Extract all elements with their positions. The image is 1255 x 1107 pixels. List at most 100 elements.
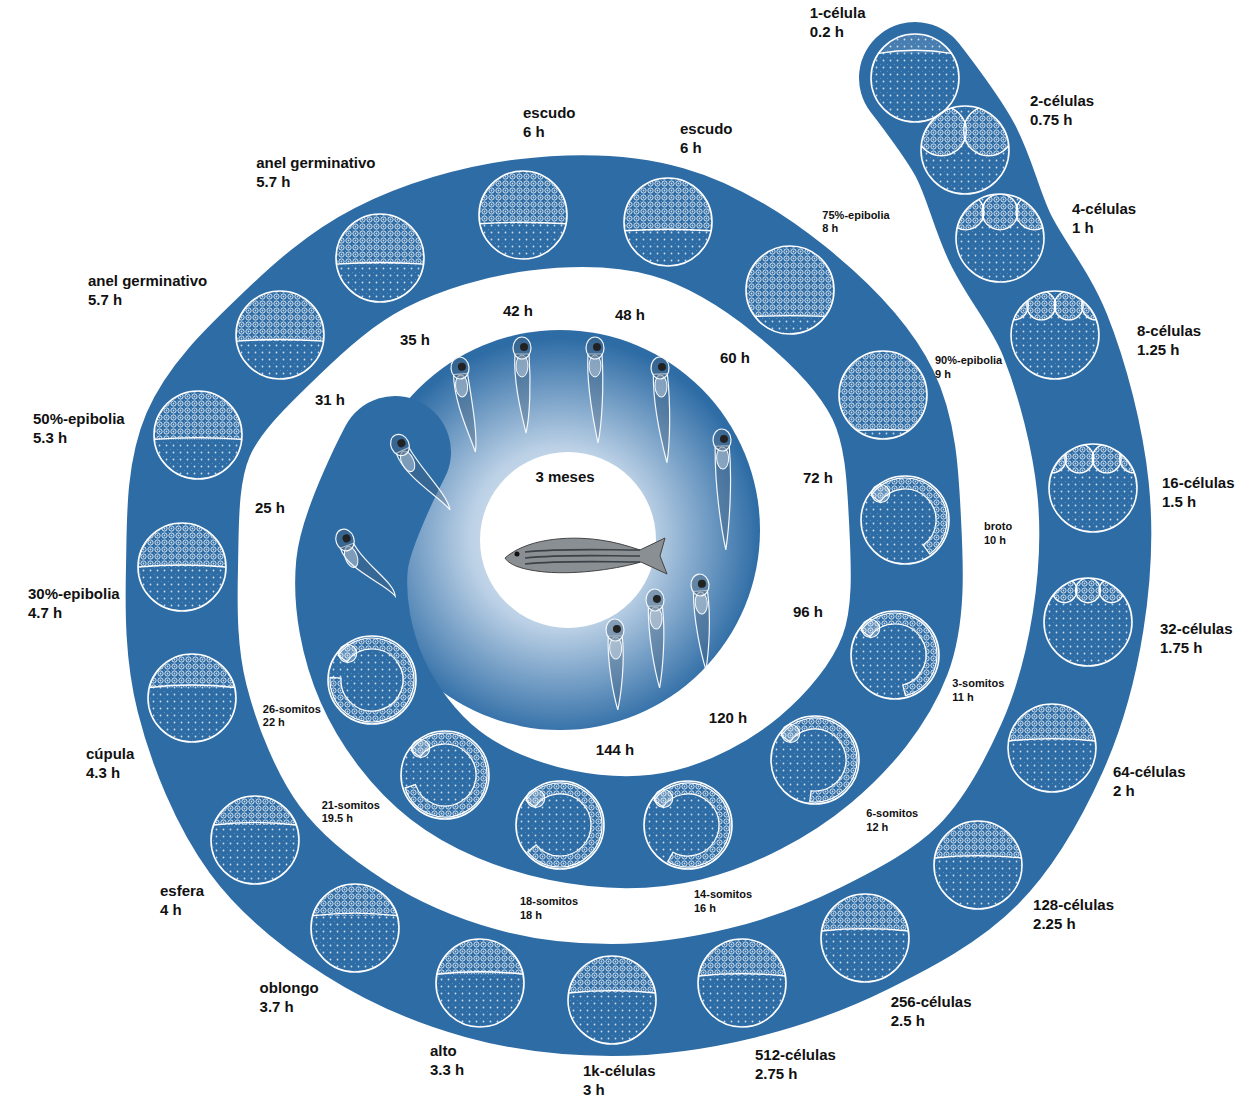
embryo-detail: [138, 523, 226, 567]
larva-body: [648, 606, 667, 689]
embryo-drawing: [934, 821, 1022, 909]
stage-name: 3 meses: [535, 468, 594, 487]
blastoderm: [746, 246, 834, 316]
stage-label: 21-somitos19.5 h: [322, 799, 380, 827]
embryo-drawing: [236, 291, 324, 379]
yolk: [746, 246, 834, 334]
stage-time: 2 h: [1113, 782, 1186, 801]
embryo-detail: [624, 178, 712, 231]
stage-time: 16 h: [694, 902, 752, 916]
stage-name: 90%-epibolia: [935, 354, 1002, 368]
stage-label: broto10 h: [984, 520, 1012, 548]
stage-name: 32-células: [1160, 620, 1233, 639]
embryo-drawing: [871, 34, 959, 122]
embryo-detail: [698, 939, 786, 976]
larva-head: [690, 573, 709, 596]
larva-drawing: [333, 520, 396, 609]
blastoderm: [568, 956, 656, 993]
stage-label: 60 h: [720, 349, 750, 368]
stage-label: 48 h: [615, 306, 645, 325]
stage-name: escudo: [680, 120, 733, 139]
blastoderm-margin: [935, 856, 1022, 858]
stage-name: broto: [984, 520, 1012, 534]
embryo-body: [781, 718, 857, 802]
stage-name: 26-somitos: [263, 703, 321, 717]
yolk: [871, 34, 959, 122]
blastoderm: [1008, 704, 1096, 741]
stage-label: 35 h: [400, 331, 430, 350]
stage-time: 3 h: [583, 1081, 656, 1100]
blastomere: [1123, 578, 1148, 603]
embryo-head: [339, 644, 357, 662]
embryo-drawing: [311, 884, 399, 972]
larva-eye: [458, 362, 467, 371]
blastoderm-margin: [1009, 739, 1096, 741]
blastoderm-margin: [480, 222, 566, 224]
stage-name: 1k-células: [583, 1062, 656, 1081]
yolk: [236, 291, 324, 379]
blastomere: [1082, 291, 1111, 320]
larva-eye: [613, 625, 621, 633]
stage-time: 11 h: [952, 691, 1004, 705]
blastoderm-margin: [236, 339, 323, 341]
blastoderm-margin: [138, 565, 226, 567]
stage-time: 5.7 h: [88, 291, 207, 310]
larva-drawing: [586, 337, 604, 443]
larva-eye: [658, 363, 666, 371]
stage-name: 4-células: [1072, 200, 1136, 219]
fish-stripe: [525, 550, 640, 553]
embryo-detail: [1037, 444, 1148, 473]
stage-name: 1-célula: [810, 4, 866, 23]
larva-head: [387, 431, 413, 459]
embryo-detail: [236, 291, 324, 341]
stage-label: 144 h: [596, 741, 634, 760]
embryo-detail: [916, 106, 1013, 156]
blastoderm-margin: [755, 315, 825, 317]
blastomere: [982, 194, 1018, 230]
fish-stripe: [525, 556, 640, 559]
blastoderm-margin: [569, 991, 656, 993]
larva-head: [645, 589, 664, 612]
embryo-drawing: [624, 178, 712, 266]
yolk: [479, 171, 567, 259]
embryo-drawing: [644, 781, 732, 869]
embryo-drawing: [436, 939, 524, 1027]
yolk: [568, 956, 656, 1044]
yolk: [934, 821, 1022, 909]
stage-name: 128-células: [1033, 896, 1114, 915]
blastomere: [964, 106, 1014, 156]
blastomere: [1099, 578, 1124, 603]
stage-name: cúpula: [86, 745, 134, 764]
embryo-detail: [211, 796, 299, 825]
stage-time: 18 h: [520, 909, 578, 923]
larva-drawing: [606, 619, 627, 711]
stage-name: 50%-epibolia: [33, 410, 125, 429]
stage-time: 10 h: [984, 534, 1012, 548]
stage-label: 3 meses: [535, 468, 594, 487]
stage-name: escudo: [523, 104, 576, 123]
stage-time: 4.3 h: [86, 764, 134, 783]
stage-time: 4 h: [160, 901, 204, 920]
blastomere: [1120, 444, 1149, 473]
yolk: [336, 214, 424, 302]
yolk: [148, 654, 236, 742]
embryo-drawing: [916, 106, 1013, 194]
fish-stripe: [525, 562, 640, 565]
stage-time: 2.5 h: [891, 1012, 972, 1031]
yolk: [771, 716, 859, 804]
larva-drawing: [513, 337, 531, 433]
stage-name: 30%-epibolia: [28, 585, 120, 604]
stage-time: 9 h: [935, 368, 1002, 382]
larva-eye: [720, 435, 728, 443]
stage-name: 512-células: [755, 1046, 836, 1065]
blastoderm: [821, 894, 909, 931]
embryo-detail: [999, 291, 1110, 320]
larva-body: [515, 354, 530, 433]
blastomere: [1016, 194, 1052, 230]
larva-body: [653, 374, 673, 464]
blastoderm-margin: [154, 438, 242, 440]
blastoderm: [871, 34, 959, 53]
blastoderm: [934, 821, 1022, 858]
embryo-drawing: [948, 194, 1052, 282]
stage-name: anel germinativo: [88, 272, 207, 291]
